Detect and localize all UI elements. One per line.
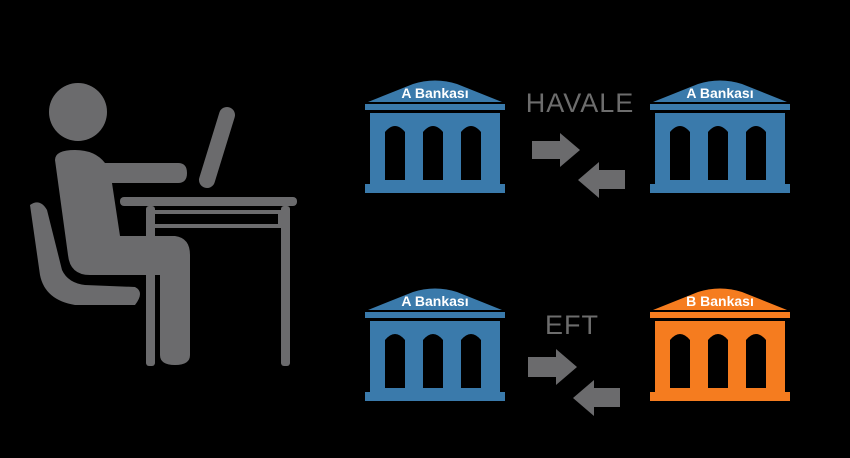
bank-label: B Bankası — [686, 293, 754, 309]
person-at-desk-icon — [30, 83, 297, 366]
bank-label: A Bankası — [401, 85, 468, 101]
bank-icon: A Bankası — [365, 80, 505, 193]
transfer-type-eft: EFT — [545, 310, 599, 340]
bank-icon: B Bankası — [650, 288, 790, 401]
bank-label: A Bankası — [401, 293, 468, 309]
bank-icon: A Bankası — [650, 80, 790, 193]
arrow-right-icon — [532, 133, 580, 167]
arrow-left-icon — [573, 380, 620, 416]
transfer-type-havale: HAVALE — [526, 88, 635, 118]
bank-icon: A Bankası — [365, 288, 505, 401]
arrow-left-icon — [578, 162, 625, 198]
arrow-right-icon — [528, 349, 577, 385]
bank-label: A Bankası — [686, 85, 753, 101]
